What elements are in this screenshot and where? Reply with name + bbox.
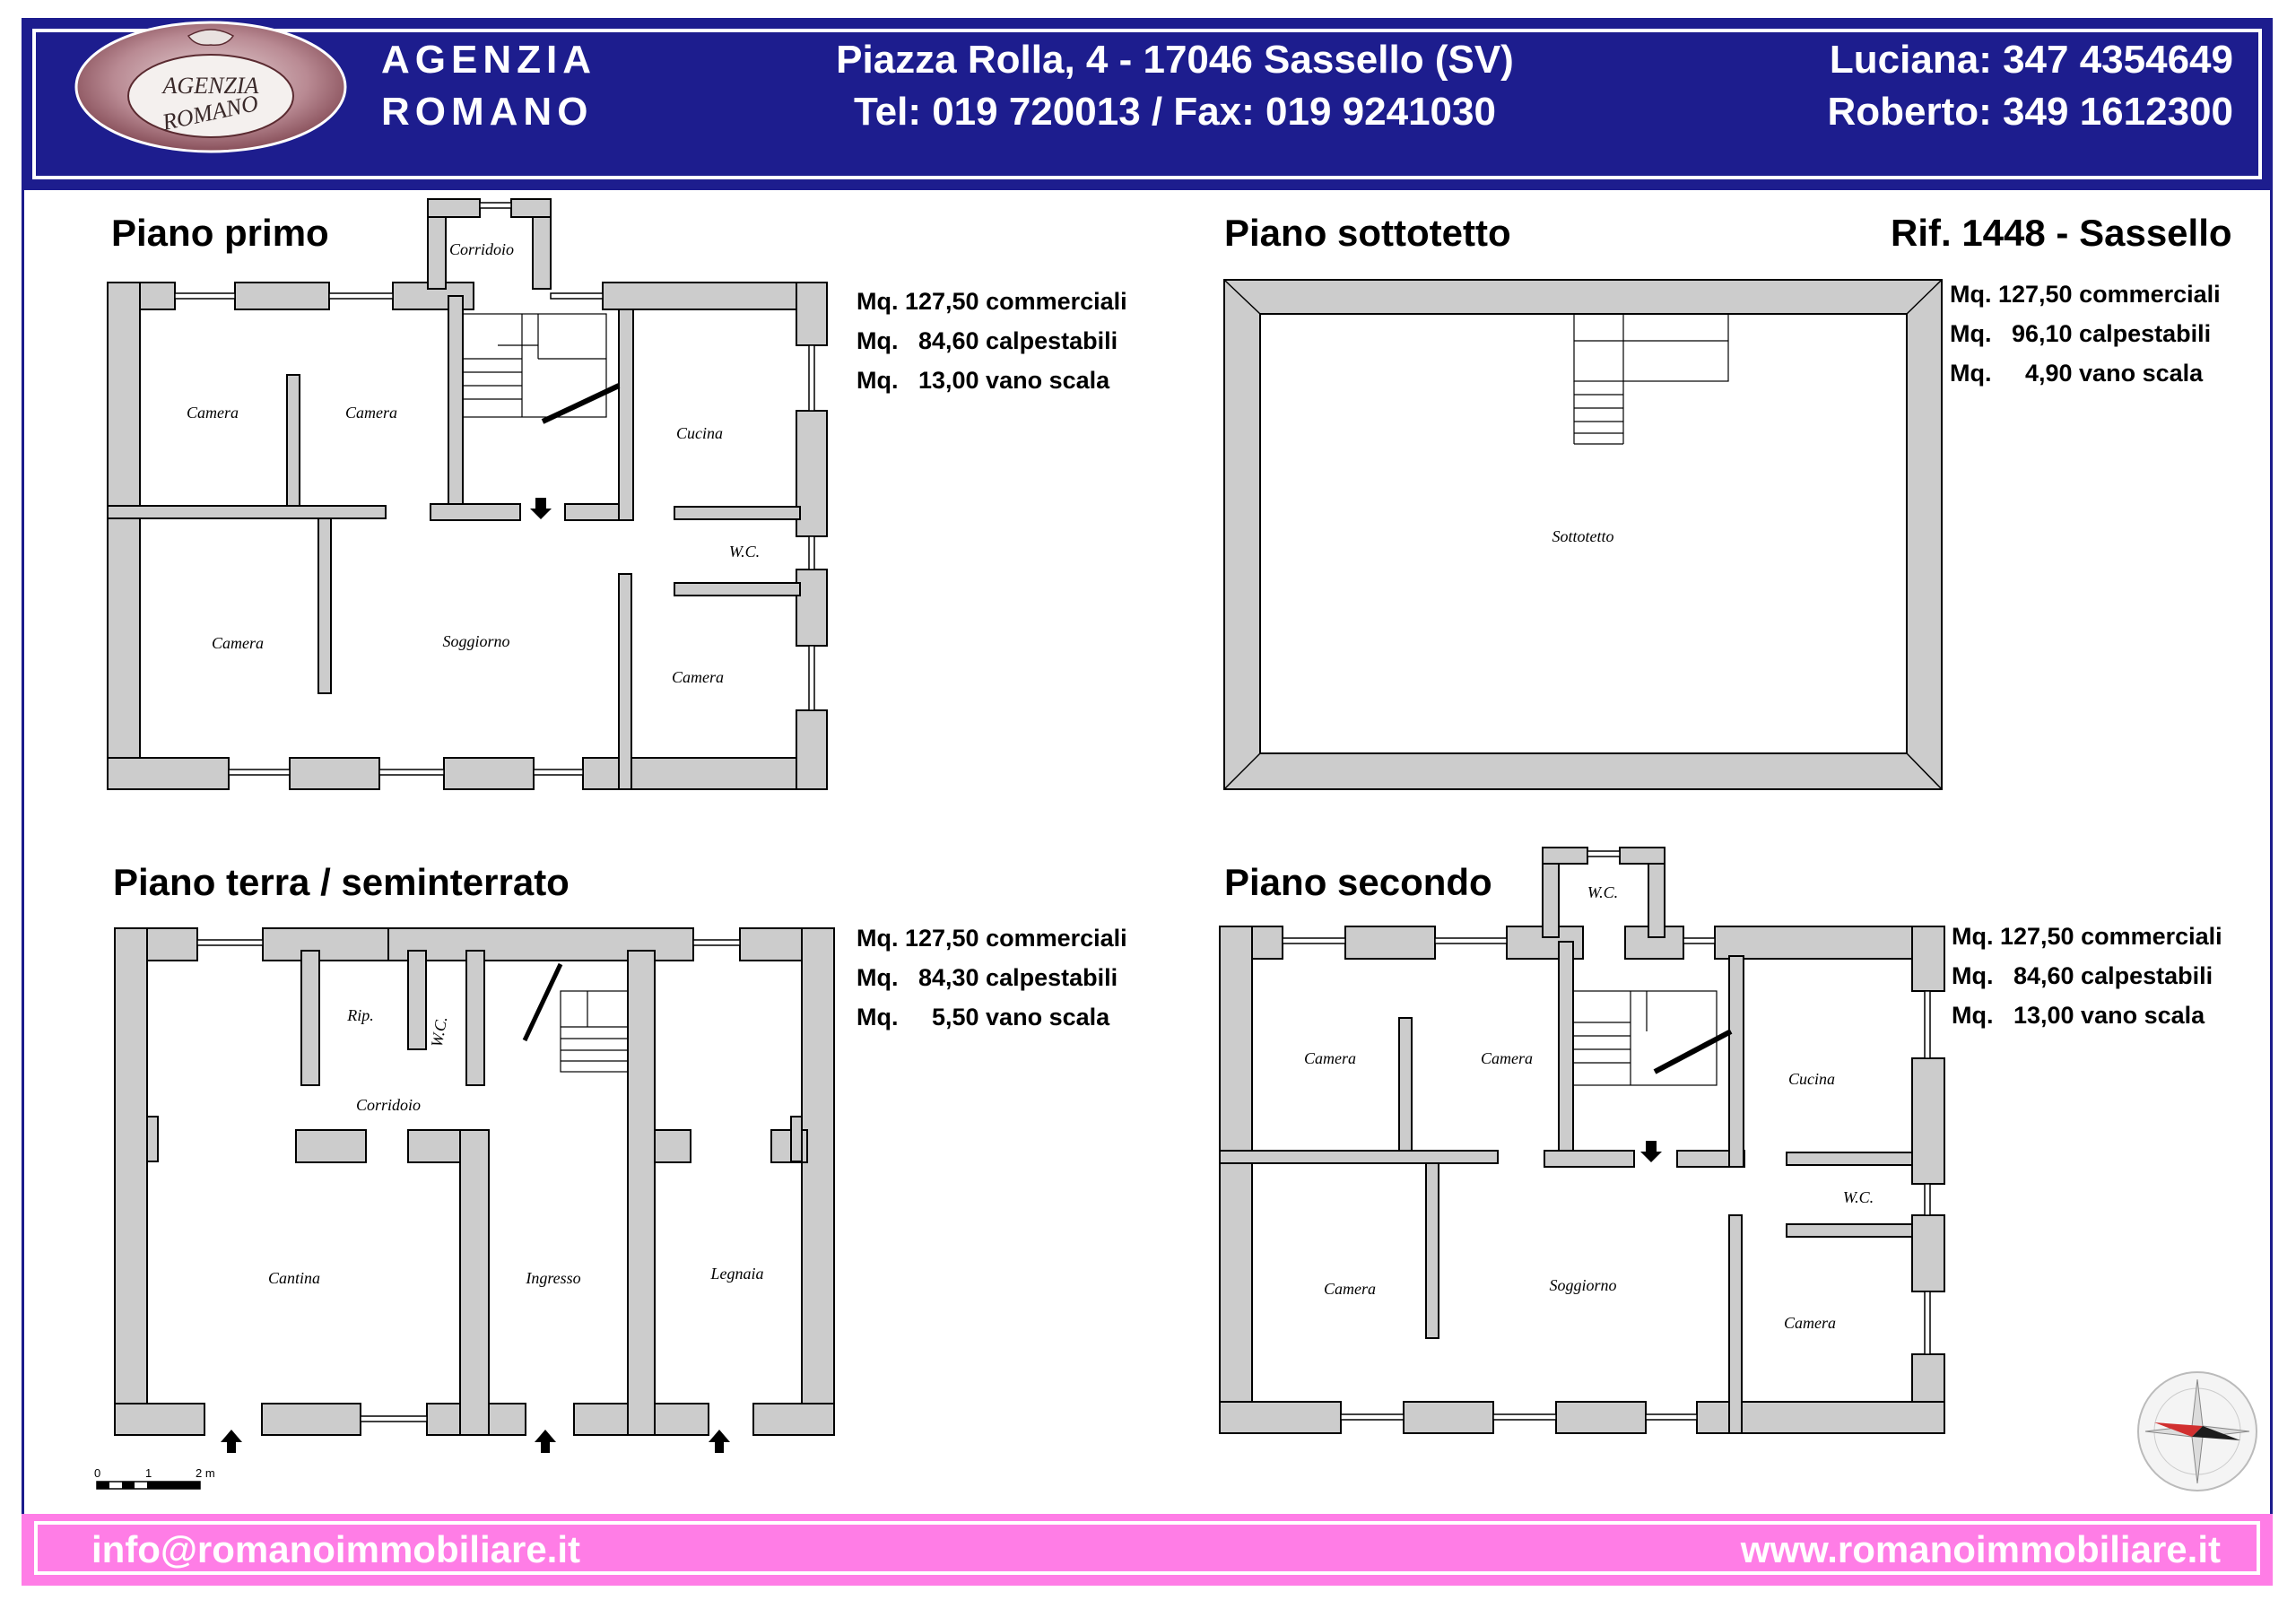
info-commerciali: Mq. 127,50 commerciali xyxy=(857,925,1127,952)
reference-code: Rif. 1448 - Sassello xyxy=(1891,212,2232,254)
footer-border: info@romanoimmobiliare.it www.romanoimmo… xyxy=(34,1521,2260,1575)
info-calpestabili: Mq. 84,60 calpestabili xyxy=(1952,962,2213,989)
contact-roberto: Roberto: 349 1612300 xyxy=(1827,90,2233,134)
room-camera: Camera xyxy=(1324,1280,1376,1298)
header-banner xyxy=(22,18,2273,190)
info-commerciali: Mq. 127,50 commerciali xyxy=(1950,281,2221,308)
info-commerciali: Mq. 127,50 commerciali xyxy=(857,288,1127,315)
room-legnaia: Legnaia xyxy=(710,1265,764,1283)
staircase xyxy=(522,962,629,1073)
compass-rose-icon xyxy=(2137,1371,2257,1491)
room-camera: Camera xyxy=(345,404,397,422)
info-calpestabili: Mq. 84,30 calpestabili xyxy=(857,964,1118,991)
info-vano-scala: Mq. 5,50 vano scala xyxy=(857,1004,1110,1030)
room-camera: Camera xyxy=(212,634,264,652)
logo-text-top: AGENZIA xyxy=(161,73,259,99)
agency-name: AGENZIA ROMANO xyxy=(381,34,596,138)
room-camera: Camera xyxy=(1784,1314,1836,1332)
agency-address: Piazza Rolla, 4 - 17046 Sassello (SV) xyxy=(836,38,1514,82)
title-piano-secondo: Piano secondo xyxy=(1224,861,1492,903)
contact-luciana: Luciana: 347 4354649 xyxy=(1829,38,2233,82)
room-cucina: Cucina xyxy=(676,424,723,442)
title-piano-sottotetto: Piano sottotetto xyxy=(1224,212,1511,254)
agency-line-1: AGENZIA xyxy=(381,38,596,82)
info-vano-scala: Mq. 13,00 vano scala xyxy=(857,367,1110,394)
scale-label-1: 1 xyxy=(145,1466,152,1480)
room-corridoio: Corridoio xyxy=(355,1096,422,1114)
footer-website-link[interactable]: www.romanoimmobiliare.it xyxy=(1740,1528,2221,1570)
title-piano-primo: Piano primo xyxy=(111,212,329,254)
staircase xyxy=(1573,313,1729,445)
info-calpestabili: Mq. 96,10 calpestabili xyxy=(1950,320,2212,347)
room-camera: Camera xyxy=(187,404,239,422)
room-camera: Camera xyxy=(672,668,724,686)
room-cantina: Cantina xyxy=(267,1269,321,1287)
agency-line-2: ROMANO xyxy=(381,90,594,134)
scale-bar: 0 1 2 m xyxy=(94,1466,215,1490)
room-wc: W.C. xyxy=(728,543,761,561)
staircase xyxy=(462,313,621,424)
room-camera: Camera xyxy=(1481,1049,1533,1067)
agency-logo: AGENZIA ROMANO xyxy=(74,21,347,153)
staircase xyxy=(1572,990,1733,1086)
footer-banner: info@romanoimmobiliare.it www.romanoimmo… xyxy=(22,1514,2273,1586)
footer-email-link[interactable]: info@romanoimmobiliare.it xyxy=(91,1528,580,1570)
room-sottotetto: Sottotetto xyxy=(1552,527,1614,545)
agency-address-block: Piazza Rolla, 4 - 17046 Sassello (SV) Te… xyxy=(771,34,1578,138)
room-wc: W.C. xyxy=(1842,1188,1874,1206)
room-soggiorno: Soggiorno xyxy=(442,632,510,650)
info-vano-scala: Mq. 4,90 vano scala xyxy=(1950,360,2204,387)
agency-phone-fax: Tel: 019 720013 / Fax: 019 9241030 xyxy=(854,90,1496,134)
scale-label-0: 0 xyxy=(94,1466,100,1480)
agency-contacts: Luciana: 347 4354649 Roberto: 349 161230… xyxy=(1828,34,2233,138)
room-soggiorno: Soggiorno xyxy=(1549,1276,1617,1294)
header-border xyxy=(32,29,2262,179)
title-piano-terra: Piano terra / seminterrato xyxy=(113,861,570,903)
plan-piano-primo xyxy=(107,198,828,790)
scale-label-2: 2 m xyxy=(196,1466,215,1480)
room-cucina: Cucina xyxy=(1788,1070,1835,1088)
info-vano-scala: Mq. 13,00 vano scala xyxy=(1952,1002,2205,1029)
room-corridoio: Corridoio xyxy=(448,240,515,258)
info-calpestabili: Mq. 84,60 calpestabili xyxy=(857,327,1118,354)
room-ingresso: Ingresso xyxy=(526,1269,581,1287)
plan-piano-sottotetto xyxy=(1223,279,1943,790)
plan-piano-terra xyxy=(114,927,835,1453)
info-commerciali: Mq. 127,50 commerciali xyxy=(1952,923,2222,950)
room-camera: Camera xyxy=(1304,1049,1356,1067)
plan-piano-secondo xyxy=(1219,847,1945,1434)
room-ripostiglio: Rip. xyxy=(347,1006,374,1024)
room-wc: W.C. xyxy=(1587,883,1619,901)
